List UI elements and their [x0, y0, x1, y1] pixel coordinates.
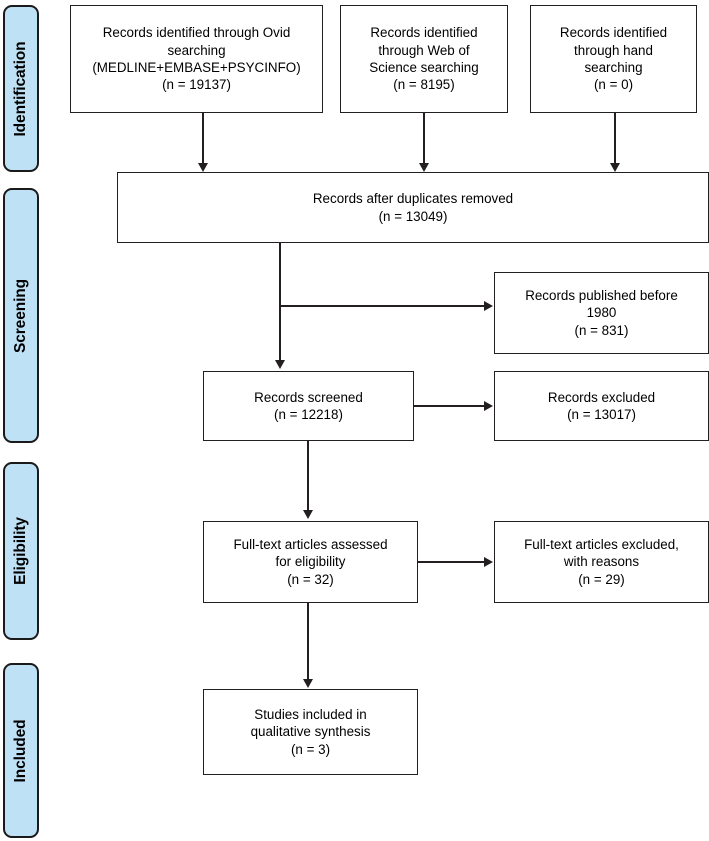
node-fulltext-assessed-text: Full-text articles assessed for eligibil… — [233, 536, 388, 587]
connector-hand-to-duplicates — [614, 113, 616, 164]
node-records-hand-searching: Records identified through hand searchin… — [530, 5, 697, 113]
node-studies-included: Studies included in qualitative synthesi… — [203, 689, 418, 775]
connector-screened-to-fulltext — [307, 441, 309, 511]
node-records-screened: Records screened (n = 12218) — [203, 371, 414, 441]
stage-eligibility-label: Eligibility — [12, 517, 29, 585]
stage-eligibility: Eligibility — [3, 462, 39, 640]
node-records-screened-text: Records screened (n = 12218) — [254, 389, 363, 422]
node-fulltext-excluded-text: Full-text articles excluded, with reason… — [524, 536, 679, 587]
arrowhead-screened-to-fulltext — [303, 510, 313, 519]
node-records-hand-searching-text: Records identified through hand searchin… — [559, 25, 668, 93]
node-fulltext-assessed: Full-text articles assessed for eligibil… — [203, 521, 418, 603]
node-records-excluded: Records excluded (n = 13017) — [494, 371, 709, 441]
stage-identification-label: Identification — [12, 40, 29, 137]
node-published-before-1980-text: Records published before 1980 (n = 831) — [525, 287, 678, 338]
node-records-excluded-text: Records excluded (n = 13017) — [547, 389, 656, 422]
stage-screening: Screening — [3, 188, 39, 443]
node-records-web-of-science-text: Records identified through Web of Scienc… — [369, 25, 479, 93]
arrowhead-wos-to-duplicates — [419, 163, 429, 172]
arrowhead-ovid-to-duplicates — [198, 163, 208, 172]
arrowhead-hand-to-duplicates — [610, 163, 620, 172]
arrowhead-to-published-before-1980 — [484, 301, 493, 311]
arrowhead-fulltext-to-included — [303, 679, 313, 688]
arrowhead-fulltext-to-excluded — [484, 557, 493, 567]
connector-duplicates-spine — [279, 243, 281, 361]
node-records-ovid: Records identified through Ovid searchin… — [70, 5, 323, 113]
arrowhead-screened-to-excluded — [484, 401, 493, 411]
node-fulltext-excluded: Full-text articles excluded, with reason… — [494, 521, 709, 603]
connector-wos-to-duplicates — [423, 113, 425, 164]
connector-screened-to-excluded — [414, 405, 485, 407]
arrowhead-duplicates-to-screened — [275, 360, 285, 369]
node-duplicates-removed: Records after duplicates removed (n = 13… — [117, 172, 709, 243]
stage-screening-label: Screening — [12, 278, 29, 353]
node-duplicates-removed-text: Records after duplicates removed (n = 13… — [312, 191, 514, 224]
connector-fulltext-to-excluded — [418, 561, 485, 563]
stage-identification: Identification — [3, 5, 39, 172]
connector-spine-to-published-before-1980 — [280, 305, 485, 307]
node-records-ovid-text: Records identified through Ovid searchin… — [92, 25, 301, 93]
connector-ovid-to-duplicates — [202, 113, 204, 164]
node-published-before-1980: Records published before 1980 (n = 831) — [494, 272, 709, 354]
stage-included: Included — [3, 663, 39, 838]
connector-fulltext-to-included — [307, 603, 309, 680]
stage-included-label: Included — [12, 719, 29, 782]
node-records-web-of-science: Records identified through Web of Scienc… — [340, 5, 508, 113]
node-studies-included-text: Studies included in qualitative synthesi… — [250, 706, 371, 757]
